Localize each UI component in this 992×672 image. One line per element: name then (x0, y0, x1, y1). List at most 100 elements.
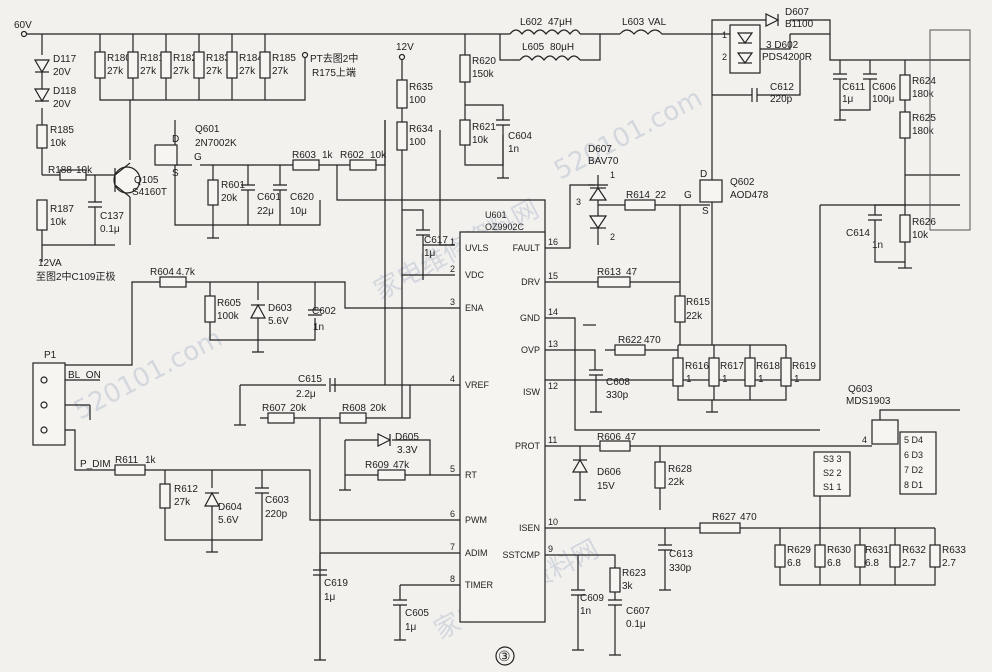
l603-ref: L603 (622, 17, 645, 28)
q603-d3: 6 D3 (904, 450, 923, 460)
r612-ref: R612 (174, 484, 198, 495)
page-marker: ③ (498, 648, 511, 664)
r626-val: 10k (912, 230, 929, 241)
q603-val: MDS1903 (846, 396, 891, 407)
r611-val: 1k (145, 455, 157, 466)
d607b-val: B1100 (785, 19, 814, 30)
ic-pin-number: 9 (548, 544, 553, 554)
r620-val: 150k (472, 69, 495, 80)
r609-val: 47k (393, 460, 410, 471)
rail-12va-note: 至图2中C109正极 (36, 270, 115, 283)
l605-val: 80μH (550, 42, 574, 53)
c613-val: 330p (669, 563, 692, 574)
c619-val: 1μ (324, 592, 336, 603)
ic-pin-name: VREF (465, 380, 490, 390)
ic-pin-number: 6 (450, 509, 455, 519)
ic-pin-number: 1 (450, 237, 455, 247)
ic-pin-name: UVLS (465, 243, 489, 253)
r619-val: 1 (794, 374, 800, 385)
c608-val: 330p (606, 390, 629, 401)
c607-val: 0.1μ (626, 619, 646, 630)
isen-network: R627 470 C613 330p R629 6.8 R630 6.8 R63… (545, 512, 966, 591)
rail-60v-label: 60V (14, 20, 32, 31)
uvls-divider: R620 150k R621 10k C604 1n (439, 34, 532, 246)
r624-val: 180k (912, 89, 935, 100)
ovp-divider: R624 180k R625 180k R626 10k C614 1n (545, 29, 971, 381)
r184-ref: R184 (239, 53, 263, 64)
r185-ref: R185 (50, 125, 74, 136)
q601-ref: Q601 (195, 124, 220, 135)
d602-val: PDS4200R (762, 52, 812, 63)
inductors: L602 47μH L605 80μH L603 VAL (499, 17, 667, 61)
d605-ref: D605 (395, 432, 419, 443)
pt-note: PT去图2中 (310, 52, 358, 65)
r187-val: 10k (50, 217, 67, 228)
r623-ref: R623 (622, 568, 646, 579)
ic-pin-number: 13 (548, 339, 558, 349)
output-diodes: D607 B1100 1 2 3 D602 PDS4200R C612 220p (712, 7, 814, 105)
c602-ref: C602 (312, 306, 336, 317)
r633-ref: R633 (942, 545, 966, 556)
r617-val: 1 (722, 374, 728, 385)
page-marker-ring (495, 646, 515, 666)
d603-ref: D603 (268, 303, 292, 314)
r616-val: 1 (686, 374, 692, 385)
r602-val: 10k (370, 150, 387, 161)
c612-ref: C612 (770, 82, 794, 93)
c615-ref: C615 (298, 374, 322, 385)
q603-s1: S1 1 (823, 482, 842, 492)
c614-ref: C614 (846, 228, 870, 239)
r628-val: 22k (668, 477, 685, 488)
ic-pin-name: ADIM (465, 548, 488, 558)
c601-val: 22μ (257, 206, 274, 217)
r631-ref: R631 (865, 545, 889, 556)
ic-pin-name: ENA (465, 303, 484, 313)
r187-ref: R187 (50, 204, 74, 215)
d606-ref: D606 (597, 467, 621, 478)
d605-val: 3.3V (397, 445, 418, 456)
d603-val: 5.6V (268, 316, 289, 327)
q602-s: S (702, 206, 709, 217)
r607-val: 20k (290, 403, 307, 414)
q105-ref: Q105 (134, 175, 159, 186)
ic-pin-name: TIMER (465, 580, 493, 590)
c137-ref: C137 (100, 211, 124, 222)
r183-val: 27k (206, 66, 223, 77)
r613-ref: R613 (597, 267, 621, 278)
r630-val: 6.8 (827, 558, 841, 569)
q602-d: D (700, 169, 707, 180)
l602-val: 47μH (548, 17, 572, 28)
r632-val: 2.7 (902, 558, 916, 569)
ic-pin-name: PWM (465, 515, 487, 525)
q601-g: G (194, 152, 202, 163)
r185-val: 10k (50, 138, 67, 149)
c605-val: 1μ (405, 622, 417, 633)
d604-val: 5.6V (218, 515, 239, 526)
q602-g: G (684, 190, 692, 201)
r601-ref: R601 (221, 180, 245, 191)
c609-ref: C609 (580, 593, 604, 604)
r183-ref: R183 (206, 53, 230, 64)
r632-ref: R632 (902, 545, 926, 556)
r607-ref: R607 (262, 403, 286, 414)
r188-ref: R188 (48, 165, 72, 176)
c602-val: 1n (313, 322, 324, 333)
r629-val: 6.8 (787, 558, 801, 569)
q603-d1: 8 D1 (904, 480, 923, 490)
r623-val: 3k (622, 581, 634, 592)
q603-block: Q603 MDS1903 4 5 D4 6 D3 7 D2 8 D1 S3 3 … (813, 384, 960, 528)
resistor-bank-27k: R180 27k R181 27k R182 27k R183 27k R184… (94, 34, 358, 101)
pt-note-2: R175上端 (312, 66, 356, 79)
q601-val: 2N7002K (195, 138, 237, 149)
connector-p1: P1 BL_ON P_DIM (32, 350, 115, 471)
c137-val: 0.1μ (100, 224, 120, 235)
r185b-ref: R185 (272, 53, 296, 64)
r627-ref: R627 (712, 512, 736, 523)
rail-12va-label: 12VA (38, 258, 62, 269)
c611-val: 1μ (842, 94, 854, 105)
r624-ref: R624 (912, 76, 936, 87)
r181-ref: R181 (140, 53, 164, 64)
d607a-ref: D607 (588, 144, 612, 155)
ic-u601: U601 OZ9902C 1UVLS2VDC3ENA4VREF5RT6PWM7A… (450, 210, 558, 623)
q601-d: D (172, 134, 179, 145)
